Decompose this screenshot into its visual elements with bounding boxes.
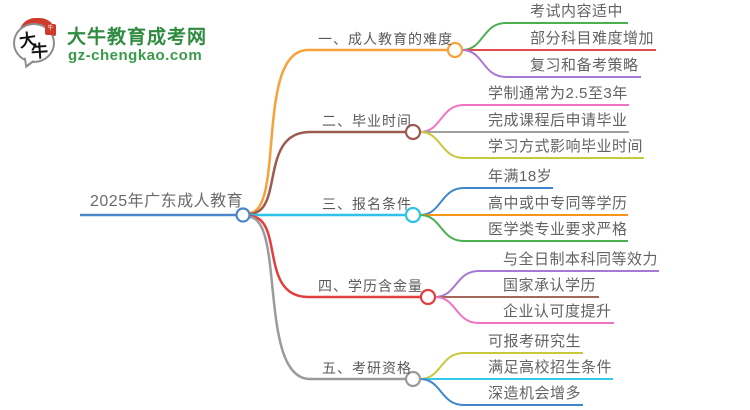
root-node-label: 2025年广东成人教育 <box>90 193 244 210</box>
branch-line-2 <box>247 130 408 216</box>
logo-domain: gz-chengkao.com <box>68 47 203 64</box>
leaf-line-4-3 <box>434 296 614 324</box>
branch-line-1 <box>247 48 450 215</box>
branch-node-circle-5 <box>404 370 422 388</box>
branch-label-4: 四、学历含金量 <box>318 278 423 294</box>
leaf-label-3-2: 高中或中专同等学历 <box>488 195 628 212</box>
leaf-label-4-3: 企业认可度提升 <box>503 303 612 320</box>
branch-label-1: 一、成人教育的难度 <box>318 31 453 47</box>
leaf-label-1-3: 复习和备考策略 <box>530 57 639 74</box>
leaf-label-5-1: 可报考研究生 <box>488 333 582 350</box>
leaf-line-1-3 <box>461 49 641 78</box>
leaf-label-4-1: 与全日制本科同等效力 <box>503 251 659 268</box>
leaf-label-2-2: 完成课程后申请毕业 <box>488 112 628 129</box>
leaf-line-5-3 <box>419 378 583 406</box>
logo-title: 大牛教育成考网 <box>67 27 208 48</box>
leaf-label-2-1: 学制通常为2.5至3年 <box>488 85 628 102</box>
logo-mark: 大 牛 牛 <box>12 18 60 71</box>
branch-node-circle-2 <box>404 123 422 141</box>
branch-label-3: 三、报名条件 <box>322 196 412 212</box>
branch-node-circle-4 <box>419 288 437 306</box>
branch-label-2: 二、毕业时间 <box>322 113 412 129</box>
leaf-label-1-2: 部分科目难度增加 <box>530 30 655 47</box>
root-node-circle <box>235 207 251 223</box>
site-logo: 大 牛 牛 大牛教育成考网 gz-chengkao.com <box>12 16 242 71</box>
leaf-label-3-3: 医学类专业要求严格 <box>488 221 628 238</box>
branch-node-circle-1 <box>446 41 464 59</box>
logo-seal-icon: 牛 <box>45 24 56 35</box>
branch-line-4 <box>247 214 423 299</box>
leaf-line-3-3 <box>419 214 628 242</box>
leaf-label-5-2: 满足高校招生条件 <box>488 359 613 376</box>
leaf-label-1-1: 考试内容适中 <box>530 3 624 20</box>
leaf-label-4-2: 国家承认学历 <box>503 277 597 294</box>
leaf-line-2-3 <box>419 131 644 159</box>
leaf-label-2-3: 学习方式影响毕业时间 <box>488 138 644 155</box>
branch-label-5: 五、考研资格 <box>322 360 412 376</box>
leaf-label-5-3: 深造机会增多 <box>488 385 582 402</box>
branch-line-5 <box>247 215 408 381</box>
leaf-label-3-1: 年满18岁 <box>488 168 553 185</box>
branch-node-circle-3 <box>404 206 422 224</box>
